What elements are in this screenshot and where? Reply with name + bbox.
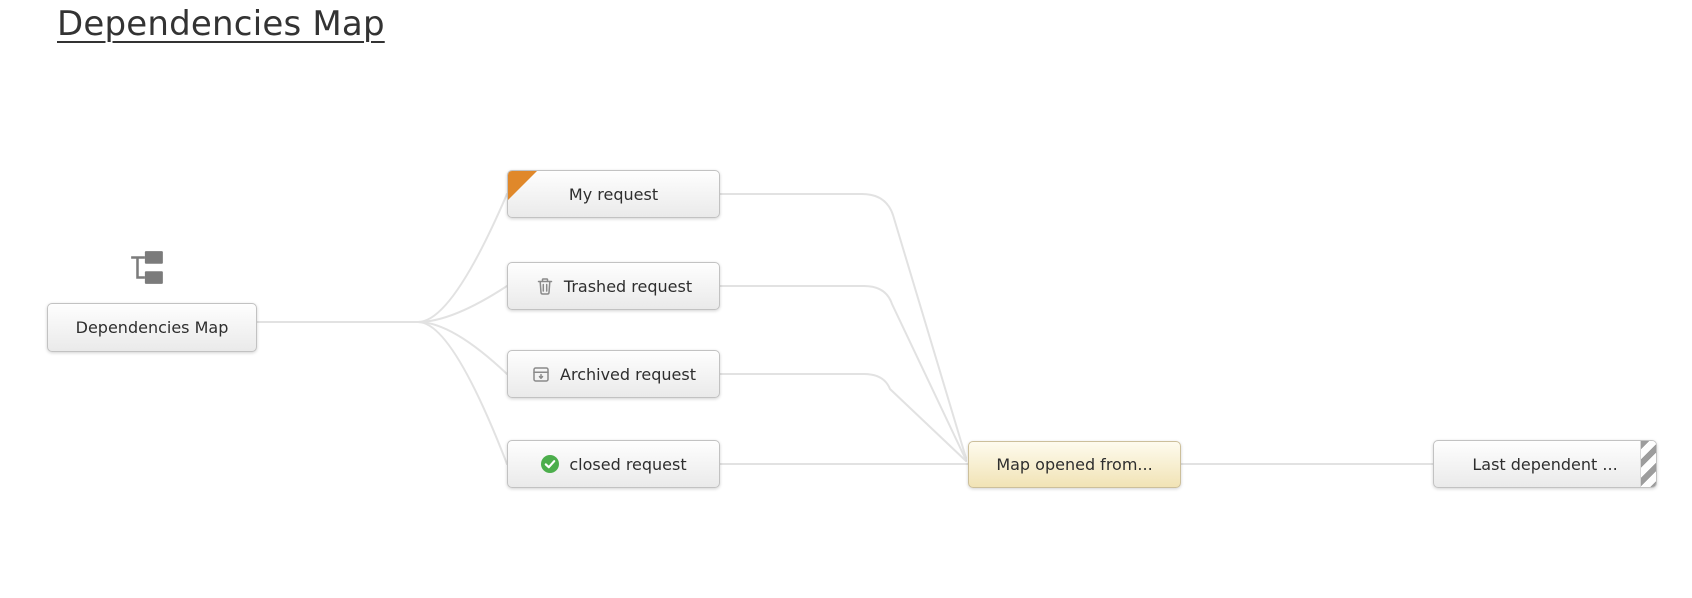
node-last-dependent[interactable]: Last dependent ... — [1433, 440, 1657, 488]
node-label: Dependencies Map — [75, 318, 229, 337]
node-archived-request[interactable]: Archived request — [507, 350, 720, 398]
node-label: Archived request — [560, 364, 696, 384]
edge-trashed-opened — [719, 285, 967, 461]
archive-icon — [531, 364, 551, 384]
node-trashed-request[interactable]: Trashed request — [507, 262, 720, 310]
hierarchy-icon — [131, 251, 163, 284]
node-map-opened-from[interactable]: Map opened from... — [968, 441, 1181, 488]
node-label: Map opened from... — [996, 455, 1153, 474]
striped-edge-marker — [1640, 441, 1656, 487]
orange-corner-marker — [508, 171, 537, 200]
edge-archived-opened — [719, 373, 967, 462]
edge-root-my — [417, 193, 508, 323]
page-title: Dependencies Map — [57, 4, 385, 44]
node-closed-request[interactable]: closed request — [507, 440, 720, 488]
node-label: Trashed request — [563, 276, 693, 296]
trash-icon — [535, 276, 555, 297]
check-circle-icon — [540, 454, 560, 474]
edge-my-opened — [719, 193, 967, 459]
node-label: Last dependent ... — [1472, 454, 1618, 474]
node-label: My request — [568, 184, 659, 204]
edge-root-closed — [417, 321, 508, 465]
node-label: closed request — [569, 454, 687, 474]
node-dependencies-map[interactable]: Dependencies Map — [47, 303, 257, 352]
node-my-request[interactable]: My request — [507, 170, 720, 218]
